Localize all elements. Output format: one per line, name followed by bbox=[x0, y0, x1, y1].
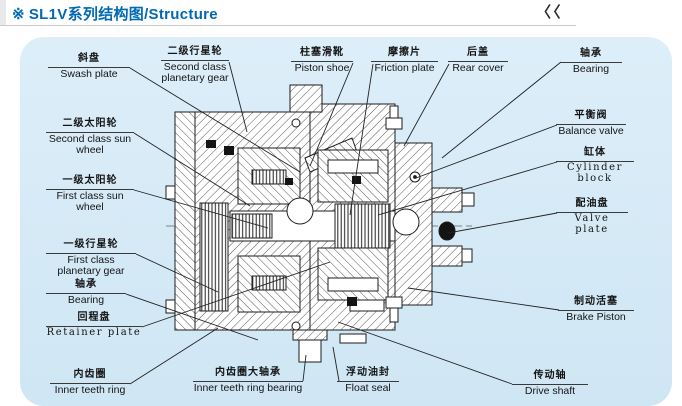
label-drive-shaft: 传动轴 Drive shaft bbox=[512, 370, 588, 397]
page-edge-strip bbox=[0, 0, 6, 25]
label-bearing-left: 轴承 Bearing bbox=[46, 279, 126, 306]
label-friction-plate: 摩擦片 Friction plate bbox=[371, 47, 438, 74]
label-second-class-sun-wheel: 二级太阳轮 Second class sun wheel bbox=[46, 118, 134, 156]
back-arrows-icon[interactable]: 〈〈 bbox=[536, 4, 563, 21]
leader-lines bbox=[125, 61, 562, 385]
label-second-class-planetary-gear: 二级行星轮 Second class planetary gear bbox=[161, 46, 229, 85]
page-title: ※SL1V系列结构图/Structure bbox=[12, 3, 218, 24]
label-cylinder-block: 缸体 Cylinder block bbox=[556, 147, 634, 184]
label-balance-valve: 平衡阀 Balance valve bbox=[556, 110, 626, 137]
label-first-class-sun-wheel: 一级太阳轮 First class sun wheel bbox=[46, 175, 134, 213]
page-title-text: SL1V系列结构图/Structure bbox=[28, 6, 218, 23]
header-divider bbox=[0, 25, 576, 26]
label-rear-cover: 后盖 Rear cover bbox=[448, 47, 508, 74]
section-marker-icon: ※ bbox=[12, 6, 25, 23]
label-swash-plate: 斜盘 Swash plate bbox=[48, 53, 130, 80]
label-bearing-top: 轴承 Bearing bbox=[560, 48, 622, 75]
label-inner-teeth-ring: 内齿圈 Inner teeth ring bbox=[50, 369, 130, 396]
label-brake-piston: 制动活塞 Brake Piston bbox=[558, 296, 634, 323]
label-float-seal: 浮动油封 Float seal bbox=[337, 367, 399, 394]
motor-body bbox=[165, 84, 475, 363]
label-retainer-plate: 回程盘 Retainer plate bbox=[46, 312, 142, 338]
label-first-class-planetary-gear: 一级行星轮 First class planetary gear bbox=[46, 239, 136, 277]
label-valve-plate: 配油盘 Valve plate bbox=[556, 198, 628, 235]
label-piston-shoe: 柱塞滑靴 Piston shoe bbox=[291, 47, 353, 74]
label-inner-teeth-ring-bearing: 内齿圈大轴承 Inner teeth ring bearing bbox=[193, 367, 303, 394]
